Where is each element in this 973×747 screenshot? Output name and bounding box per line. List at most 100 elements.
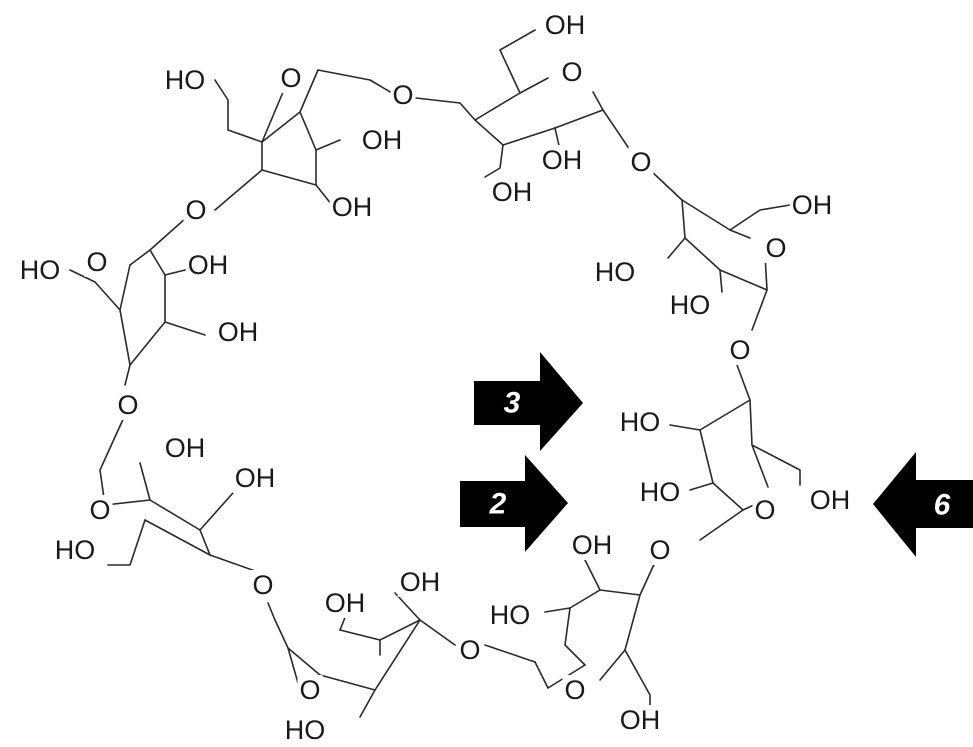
label-background — [278, 63, 304, 93]
bond-line — [107, 519, 146, 566]
hydroxyl-label: OH — [542, 145, 583, 175]
label-background — [539, 145, 585, 175]
arrow-2-shape — [460, 455, 568, 552]
hydroxyl-label: HO — [670, 290, 711, 320]
bond-line — [299, 111, 341, 151]
bond-line — [124, 249, 166, 386]
label-background — [569, 530, 615, 560]
bond-line — [415, 97, 461, 104]
bond-line — [544, 589, 601, 613]
ring-oxygen-label: O — [89, 495, 110, 525]
ring-oxygen-label: O — [561, 57, 582, 87]
bond-line — [499, 29, 536, 94]
bond-line — [261, 111, 301, 143]
arrow-3-label: 3 — [504, 387, 521, 420]
bond-line — [394, 592, 456, 646]
hydroxyl-label: OH — [235, 463, 276, 493]
hydroxyl-label: OH — [572, 530, 613, 560]
arrow-6-shape — [873, 452, 973, 557]
bond-line — [534, 661, 549, 689]
hydroxyl-label: HO — [285, 715, 326, 745]
hydroxyl-label: OH — [325, 588, 366, 618]
label-background — [87, 495, 113, 525]
hydroxyl-label: OH — [218, 317, 259, 347]
bond-line — [274, 619, 321, 676]
label-background — [647, 535, 673, 565]
bond-line — [129, 209, 196, 266]
label-background — [727, 335, 753, 365]
label-background — [752, 495, 778, 525]
label-background — [592, 257, 638, 287]
label-background — [282, 715, 328, 745]
label-background — [390, 80, 416, 110]
label-background — [17, 255, 63, 285]
hydroxyl-label: OH — [362, 125, 403, 155]
label-background — [232, 463, 278, 493]
label-background — [329, 192, 375, 222]
bond-line — [699, 509, 744, 541]
label-background — [397, 567, 443, 597]
label-background — [617, 705, 663, 735]
bond-line — [144, 519, 211, 556]
bridge-oxygen-label: O — [729, 335, 750, 365]
label-background — [562, 675, 588, 705]
bond-line — [99, 414, 126, 506]
bond-line — [69, 269, 131, 366]
bond-line — [474, 92, 521, 121]
bond-line — [164, 321, 206, 336]
arrow-6-label: 6 — [934, 489, 951, 522]
bond-line — [564, 607, 586, 666]
hydroxyl-label: HO — [165, 65, 206, 95]
bond-line — [592, 91, 604, 111]
bond-line — [749, 399, 801, 486]
bond-line — [214, 169, 263, 211]
label-background — [52, 535, 98, 565]
bond-line — [712, 482, 744, 511]
label-background — [789, 190, 835, 220]
label-background — [542, 10, 588, 40]
label-background — [667, 290, 713, 320]
bond-line — [484, 644, 536, 663]
bond-line — [667, 199, 686, 259]
bond-line — [214, 79, 263, 171]
label-background — [628, 147, 654, 177]
ring-oxygen-label: O — [765, 233, 786, 263]
bond-line — [751, 444, 769, 488]
bond-line — [684, 237, 721, 271]
bridge-oxygen-label: O — [185, 195, 206, 225]
ring-oxygen-label: O — [754, 495, 775, 525]
label-background — [297, 675, 323, 705]
hydroxyl-label: OH — [620, 705, 661, 735]
bond-line — [267, 602, 276, 621]
hydroxyl-label: OH — [492, 177, 533, 207]
hydroxyl-label: HO — [640, 477, 681, 507]
hydroxyl-label: OH — [332, 192, 373, 222]
bond-line — [736, 364, 751, 401]
label-background — [637, 477, 683, 507]
bridge-oxygen-label: O — [649, 535, 670, 565]
bond-line — [719, 254, 768, 291]
bond-line — [729, 204, 791, 231]
hydroxyl-label: HO — [55, 535, 96, 565]
label-background — [457, 635, 483, 665]
arrow-2-label: 2 — [489, 488, 507, 521]
ring-oxygen-label: O — [86, 247, 107, 277]
bond-line — [599, 649, 626, 681]
hydroxyl-label: OH — [165, 433, 206, 463]
ring-oxygen-label: O — [299, 675, 320, 705]
bond-line — [502, 127, 556, 146]
hydroxyl-label: HO — [20, 255, 61, 285]
ring-oxygen-label: O — [564, 675, 585, 705]
bond-line — [319, 674, 376, 691]
bridge-oxygen-label: O — [630, 147, 651, 177]
bridge-oxygen-label: O — [252, 570, 273, 600]
ring-oxygen-label: O — [280, 63, 301, 93]
bond-line — [299, 69, 319, 113]
label-background — [487, 600, 533, 630]
bond-line — [519, 77, 549, 94]
bond-line — [119, 264, 131, 311]
hydroxyl-label: OH — [792, 190, 833, 220]
label-background — [489, 177, 535, 207]
